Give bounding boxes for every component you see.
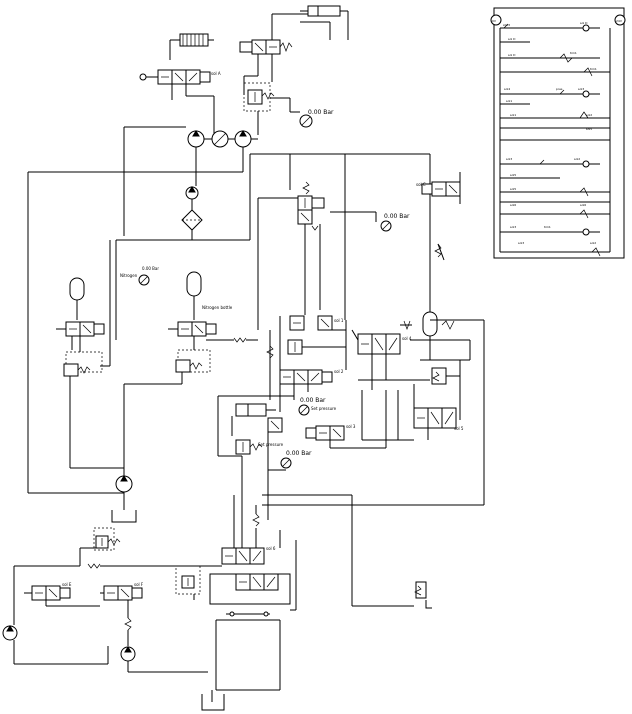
gauge-g2: 0.00 Bar bbox=[380, 213, 410, 232]
ladder-tag: sol5 bbox=[586, 127, 592, 131]
ladder-tag: sol D bbox=[508, 53, 516, 57]
gauge-g2-reading: 0.00 Bar bbox=[384, 213, 410, 220]
valve-sol-5[interactable]: sol 5 bbox=[413, 407, 464, 431]
ladder-tag: sol6 bbox=[510, 203, 516, 207]
cylinder-middle[interactable] bbox=[235, 403, 276, 417]
ladder-tag: tim1 bbox=[544, 225, 551, 229]
ladder-tag: sol3 bbox=[578, 87, 584, 91]
pressure-control-valve-top[interactable] bbox=[243, 82, 275, 112]
valve-left-mid[interactable] bbox=[56, 321, 105, 337]
valve-sol-3[interactable]: sol 3 bbox=[305, 424, 356, 441]
top-cylinder[interactable] bbox=[300, 5, 349, 40]
label-sol-6: sol 6 bbox=[266, 546, 276, 551]
ladder-tag: sol6 bbox=[580, 203, 586, 207]
label-sol-a: sol A bbox=[211, 71, 221, 76]
ladder-tag: pres bbox=[556, 87, 563, 91]
pump-left-main[interactable] bbox=[115, 475, 133, 493]
pump-bottom-left[interactable] bbox=[2, 625, 18, 641]
ladder-tag: start bbox=[503, 23, 511, 27]
accumulator-nitrogen[interactable] bbox=[186, 271, 202, 320]
ladder-tag: sol D bbox=[580, 21, 588, 25]
label-set-pressure-2: Set pressure bbox=[258, 442, 284, 447]
label-set-pressure-1: Set pressure bbox=[311, 406, 337, 411]
label-sol-5: sol 5 bbox=[454, 426, 464, 431]
ladder-tag: sol1 bbox=[510, 113, 516, 117]
valve-sol-e[interactable]: sol E bbox=[31, 582, 72, 601]
label-sol-1: sol 1 bbox=[334, 318, 344, 323]
top-directional-valve[interactable] bbox=[239, 39, 293, 55]
ladder-tag: sol2 bbox=[586, 113, 592, 117]
ladder-tag: sol D bbox=[508, 37, 516, 41]
ladder-tag: sol3 bbox=[518, 241, 524, 245]
valve-nitrogen[interactable] bbox=[168, 321, 217, 337]
ladder-tag: tim1 bbox=[570, 51, 577, 55]
valve-sol-a[interactable]: sol A bbox=[139, 69, 221, 85]
ladder-tag: sol1 bbox=[506, 99, 512, 103]
ladder-tag: sol2 bbox=[590, 241, 596, 245]
valve-sol-4[interactable]: sol 4 bbox=[357, 333, 412, 355]
hydraulic-motor-top[interactable] bbox=[169, 33, 214, 60]
label-sol-f: sol F bbox=[134, 582, 144, 587]
label-nitrogen-bottle: Nitrogen bottle bbox=[202, 305, 233, 310]
pump-bottom-mid[interactable] bbox=[120, 646, 136, 662]
valve-sol-6[interactable]: sol 6 bbox=[221, 546, 276, 565]
valve-sol-f[interactable]: sol F bbox=[103, 582, 144, 601]
ladder-tag: sol5 bbox=[510, 173, 516, 177]
label-sol-3: sol 3 bbox=[346, 424, 356, 429]
valve-sol-2[interactable]: sol 2 bbox=[279, 369, 344, 385]
pump-cluster-main[interactable] bbox=[187, 130, 258, 148]
gauge-g4: 0.00 Bar Set pressure bbox=[298, 397, 337, 416]
gauge-g5-reading: 0.00 Bar bbox=[286, 450, 312, 457]
ladder-rail-left: 0V bbox=[492, 19, 497, 23]
ladder-tag: tim1 bbox=[590, 67, 597, 71]
ladder-tag: sol2 bbox=[574, 157, 580, 161]
ladder-rail-right: 24V bbox=[616, 19, 623, 23]
label-sol-c: sol C bbox=[416, 182, 426, 187]
gauge-g4-reading: 0.00 Bar bbox=[300, 397, 326, 404]
gauge-g3: 0.00 Bar Nitrogen bbox=[120, 266, 159, 286]
valve-sol-b[interactable] bbox=[297, 181, 325, 231]
ladder-tag: sol4 bbox=[504, 87, 510, 91]
ladder-tag: sol3 bbox=[510, 225, 516, 229]
gauge-g1-reading: 0.00 Bar bbox=[308, 109, 334, 116]
label-sol-4: sol 4 bbox=[402, 336, 412, 341]
electrical-ladder-diagram: 0V 24V start sol D sol D tim1 sol D tim1… bbox=[490, 7, 626, 259]
label-nitrogen: Nitrogen bbox=[120, 273, 138, 278]
accumulator-left[interactable] bbox=[69, 277, 85, 320]
valve-sol-d-lower[interactable] bbox=[235, 573, 279, 591]
gauge-g5: 0.00 Bar bbox=[280, 450, 312, 469]
label-sol-2: sol 2 bbox=[334, 369, 344, 374]
ladder-tag: sol3 bbox=[506, 157, 512, 161]
ladder-tag: sol5 bbox=[510, 187, 516, 191]
gauge-g1: 0.00 Bar bbox=[299, 109, 334, 128]
gauge-g3-reading: 0.00 Bar bbox=[142, 266, 159, 271]
valve-sol-1[interactable]: sol 1 bbox=[289, 315, 344, 331]
accumulator-right[interactable] bbox=[422, 311, 438, 360]
valve-sol-c[interactable]: sol C bbox=[416, 181, 461, 197]
label-sol-e: sol E bbox=[62, 582, 72, 587]
